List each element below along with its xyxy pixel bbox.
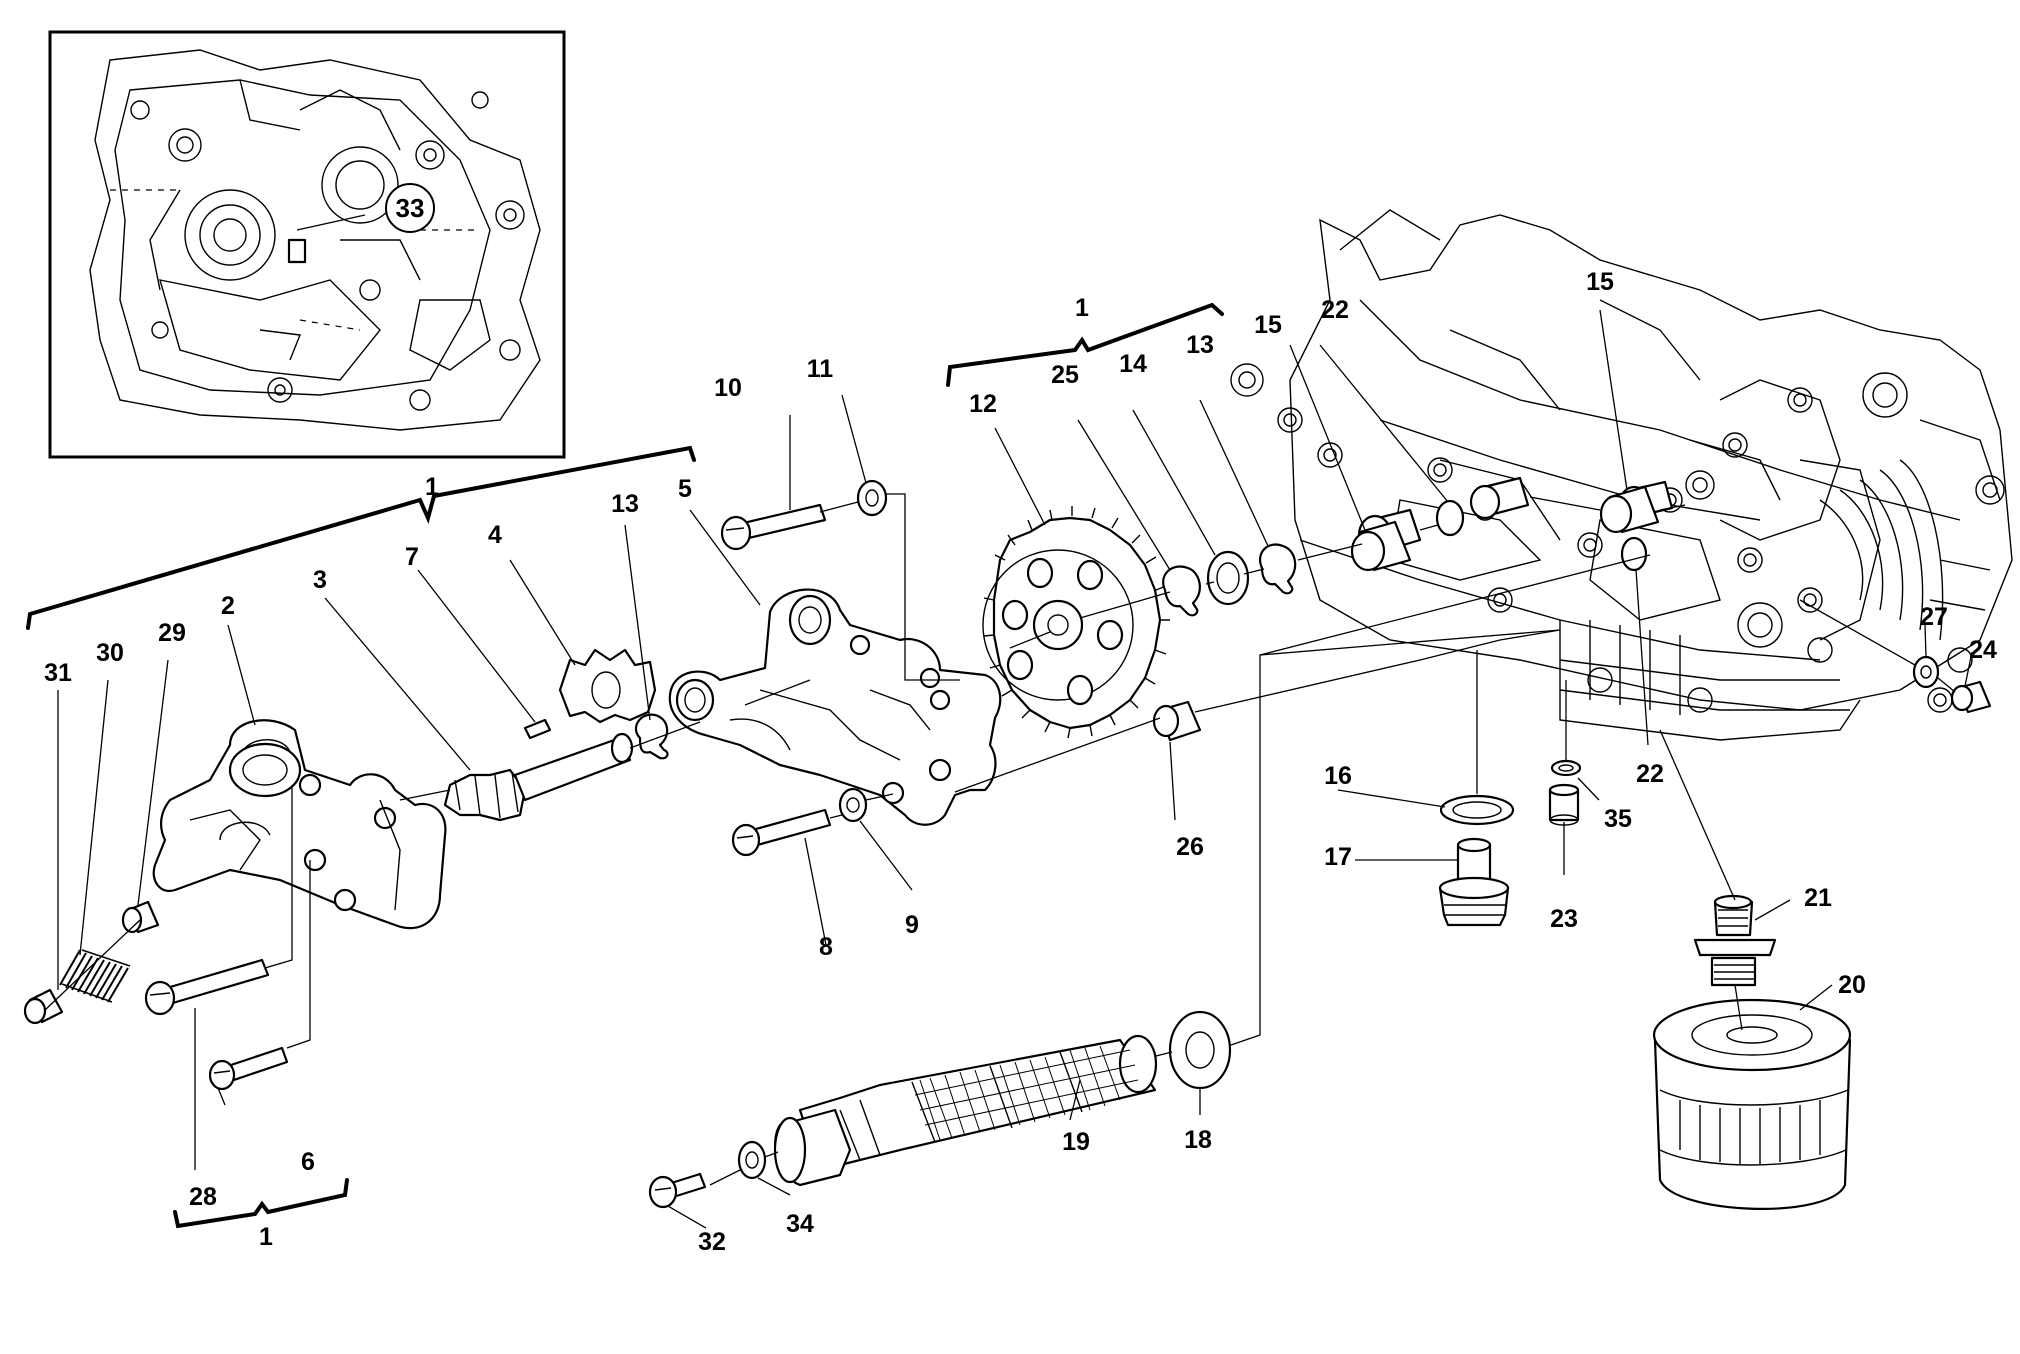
callout-21: 21 (1804, 884, 1832, 912)
callout-3: 3 (313, 566, 327, 594)
circlip-25 (1162, 565, 1201, 617)
plug-31 (23, 988, 64, 1025)
washer-34 (737, 1140, 767, 1180)
oil-filter-20 (1652, 998, 1852, 1210)
engine-crankcase (1289, 209, 2013, 741)
callout-1-bottom: 1 (259, 1223, 273, 1251)
rotor-shaft-3 (443, 732, 634, 822)
spring-30 (59, 949, 131, 1003)
callout-14: 14 (1119, 350, 1147, 378)
o-ring-22-top (1435, 499, 1465, 537)
callout-10: 10 (714, 374, 742, 402)
drain-plug-17 (1438, 837, 1510, 927)
pump-gear-4 (558, 648, 657, 724)
screw-32 (648, 1172, 707, 1209)
pump-cover-5 (668, 588, 1002, 826)
callout-29: 29 (158, 619, 186, 647)
seal-16 (1439, 794, 1515, 826)
screw-6 (208, 1046, 289, 1091)
key-7 (523, 718, 552, 740)
plug-23 (1548, 783, 1580, 826)
callout-9: 9 (905, 911, 919, 939)
callout-18: 18 (1184, 1126, 1212, 1154)
callout-31: 31 (44, 659, 72, 687)
crankcase-bosses (1230, 363, 2005, 713)
callout-28: 28 (189, 1183, 217, 1211)
callout-leader-lines (57, 309, 1973, 1229)
callout-6: 6 (301, 1148, 315, 1176)
callout-26: 26 (1176, 833, 1204, 861)
bracket-group-1-center (946, 302, 1224, 387)
callout-20: 20 (1838, 971, 1866, 999)
callout-13-right: 13 (1186, 331, 1214, 359)
callout-2: 2 (221, 592, 235, 620)
callout-7: 7 (405, 543, 419, 571)
bracket-group-1-bottom (173, 1178, 349, 1229)
callout-19: 19 (1062, 1128, 1090, 1156)
callout-12: 12 (969, 390, 997, 418)
plunger-29 (121, 900, 160, 934)
callout-23: 23 (1550, 905, 1578, 933)
dowel-26 (1152, 700, 1202, 742)
callout-25: 25 (1051, 361, 1079, 389)
callout-17: 17 (1324, 843, 1352, 871)
callout-16: 16 (1324, 762, 1352, 790)
callout-15-left: 15 (1254, 311, 1282, 339)
callout-24: 24 (1969, 636, 1997, 664)
callout-11: 11 (807, 355, 834, 383)
oil-pump-body-2 (152, 719, 447, 930)
strainer-19 (773, 1034, 1158, 1187)
circlip-13-right (1259, 543, 1297, 595)
callout-1-left-top: 1 (425, 473, 439, 501)
callout-35: 35 (1604, 805, 1632, 833)
circlip-13-left (634, 713, 669, 760)
inset-crankcase-view: 33 (48, 30, 566, 459)
callout-5: 5 (678, 475, 692, 503)
bushing-15-right (1599, 485, 1660, 534)
filter-nipple-21 (1693, 894, 1777, 987)
washer-9 (838, 787, 868, 823)
assembly-axis-lines (44, 493, 1956, 1186)
washer-18 (1168, 1010, 1232, 1090)
callout-1-center-top: 1 (1075, 294, 1089, 322)
washer-11 (856, 479, 888, 517)
plug-24 (1950, 680, 1992, 714)
washer-35 (1550, 759, 1582, 777)
bracket-group-1-left (26, 445, 696, 630)
callout-15-right: 15 (1586, 268, 1614, 296)
callout-32: 32 (698, 1228, 726, 1256)
washer-27 (1912, 655, 1940, 689)
o-ring-22-bottom (1620, 536, 1648, 572)
callout-13-left: 13 (611, 490, 639, 518)
screw-28 (144, 958, 270, 1016)
callout-22-bottom: 22 (1636, 760, 1664, 788)
callout-27: 27 (1920, 603, 1948, 631)
bushing-15-left (1350, 520, 1412, 572)
screw-10 (720, 503, 827, 551)
callout-34: 34 (786, 1210, 814, 1238)
inset-callout-33: 33 (396, 193, 425, 223)
drive-gear-12 (982, 506, 1170, 739)
callout-labels: 1 1 1 2 3 4 5 6 7 8 9 10 11 12 13 13 14 … (44, 268, 1997, 1256)
callout-4: 4 (488, 521, 502, 549)
callout-22-top: 22 (1321, 296, 1349, 324)
washer-14 (1206, 550, 1250, 606)
callout-30: 30 (96, 639, 124, 667)
callout-8: 8 (819, 933, 833, 961)
screw-8 (731, 808, 832, 857)
